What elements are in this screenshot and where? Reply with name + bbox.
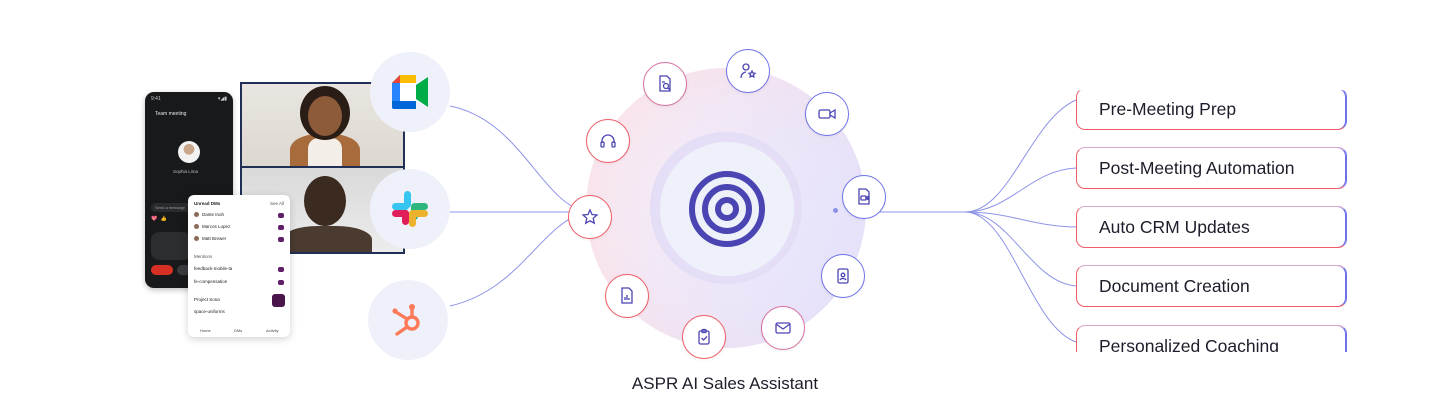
channel-row[interactable]: space-uniforms	[194, 309, 225, 316]
report-chart-icon	[605, 274, 649, 318]
channel-name: fe-compensation	[194, 279, 228, 284]
dm-row[interactable]: Dante Inoh	[194, 212, 224, 219]
channel-row[interactable]: fe-compensation	[194, 279, 227, 286]
user-star-icon	[726, 49, 770, 93]
unread-badge	[278, 237, 284, 242]
feature-list: Pre-Meeting Prep Post-Meeting Automation…	[1070, 90, 1360, 352]
nav-home[interactable]: Home	[200, 328, 211, 333]
hub-caption: ASPR AI Sales Assistant	[631, 374, 819, 393]
hub-connector-dot	[833, 208, 838, 213]
caller-avatar	[178, 141, 200, 163]
feature-auto-crm-updates[interactable]: Auto CRM Updates	[1076, 206, 1347, 248]
compose-button[interactable]	[272, 294, 285, 307]
feature-personalized-coaching[interactable]: Personalized Coaching	[1076, 325, 1347, 352]
end-call-button[interactable]	[151, 265, 173, 275]
phone-status-icons: ▾◢▮	[217, 96, 227, 102]
slack-icon[interactable]	[370, 169, 450, 249]
channel-row[interactable]: feedback-mobile-ta	[194, 266, 232, 273]
call-controls[interactable]	[151, 232, 191, 260]
unread-badge	[278, 280, 284, 285]
dm-row[interactable]: Matt Brewer	[194, 236, 226, 243]
hubspot-icon[interactable]	[368, 280, 448, 360]
caller-name: Sophia Lima	[173, 169, 199, 174]
document-search-icon	[643, 62, 687, 106]
feature-post-meeting-automation[interactable]: Post-Meeting Automation	[1076, 147, 1347, 189]
clipboard-check-icon	[682, 315, 726, 359]
channel-row[interactable]: Project Sona	[194, 297, 220, 304]
mail-icon	[761, 306, 805, 350]
feature-pre-meeting-prep[interactable]: Pre-Meeting Prep	[1076, 90, 1347, 130]
headset-icon	[586, 119, 630, 163]
dm-avatar	[194, 236, 199, 242]
document-video-icon	[842, 175, 886, 219]
unread-dms-header: Unread DMs	[194, 201, 221, 206]
channel-name: space-uniforms	[194, 309, 225, 314]
nav-activity[interactable]: Activity	[266, 328, 279, 333]
id-card-icon	[821, 254, 865, 298]
see-all-link[interactable]: See All	[269, 201, 284, 206]
hub-inner-circle	[660, 142, 794, 276]
channel-name: feedback-mobile-ta	[194, 266, 233, 271]
slack-dm-panel: Unread DMs See All Dante Inoh Marcos Lop…	[188, 195, 290, 337]
star-sparkle-icon	[568, 195, 612, 239]
video-camera-icon	[805, 92, 849, 136]
dm-avatar	[194, 224, 199, 230]
unread-badge	[278, 225, 284, 230]
dm-name: Dante Inoh	[202, 212, 225, 217]
reaction-emojis[interactable]: 💖 👍 😂 😮	[151, 216, 186, 222]
aspr-logo-icon	[689, 171, 765, 247]
message-input[interactable]: Send a message	[151, 203, 207, 212]
dm-avatar	[194, 212, 199, 218]
feature-document-creation[interactable]: Document Creation	[1076, 265, 1347, 307]
channel-name: Project Sona	[194, 297, 220, 302]
dm-row[interactable]: Marcos Lopez	[194, 224, 230, 231]
phone-status-time: 9:41	[151, 96, 161, 102]
meeting-title: Team meeting	[155, 111, 187, 117]
mute-button[interactable]	[177, 265, 191, 275]
unread-badge	[278, 213, 284, 218]
mentions-label: Mentions	[194, 254, 213, 259]
unread-badge	[278, 267, 284, 272]
dm-name: Marcos Lopez	[202, 224, 231, 229]
nav-dms[interactable]: DMs	[234, 328, 243, 333]
dm-name: Matt Brewer	[202, 236, 227, 241]
google-meet-icon[interactable]	[370, 52, 450, 132]
